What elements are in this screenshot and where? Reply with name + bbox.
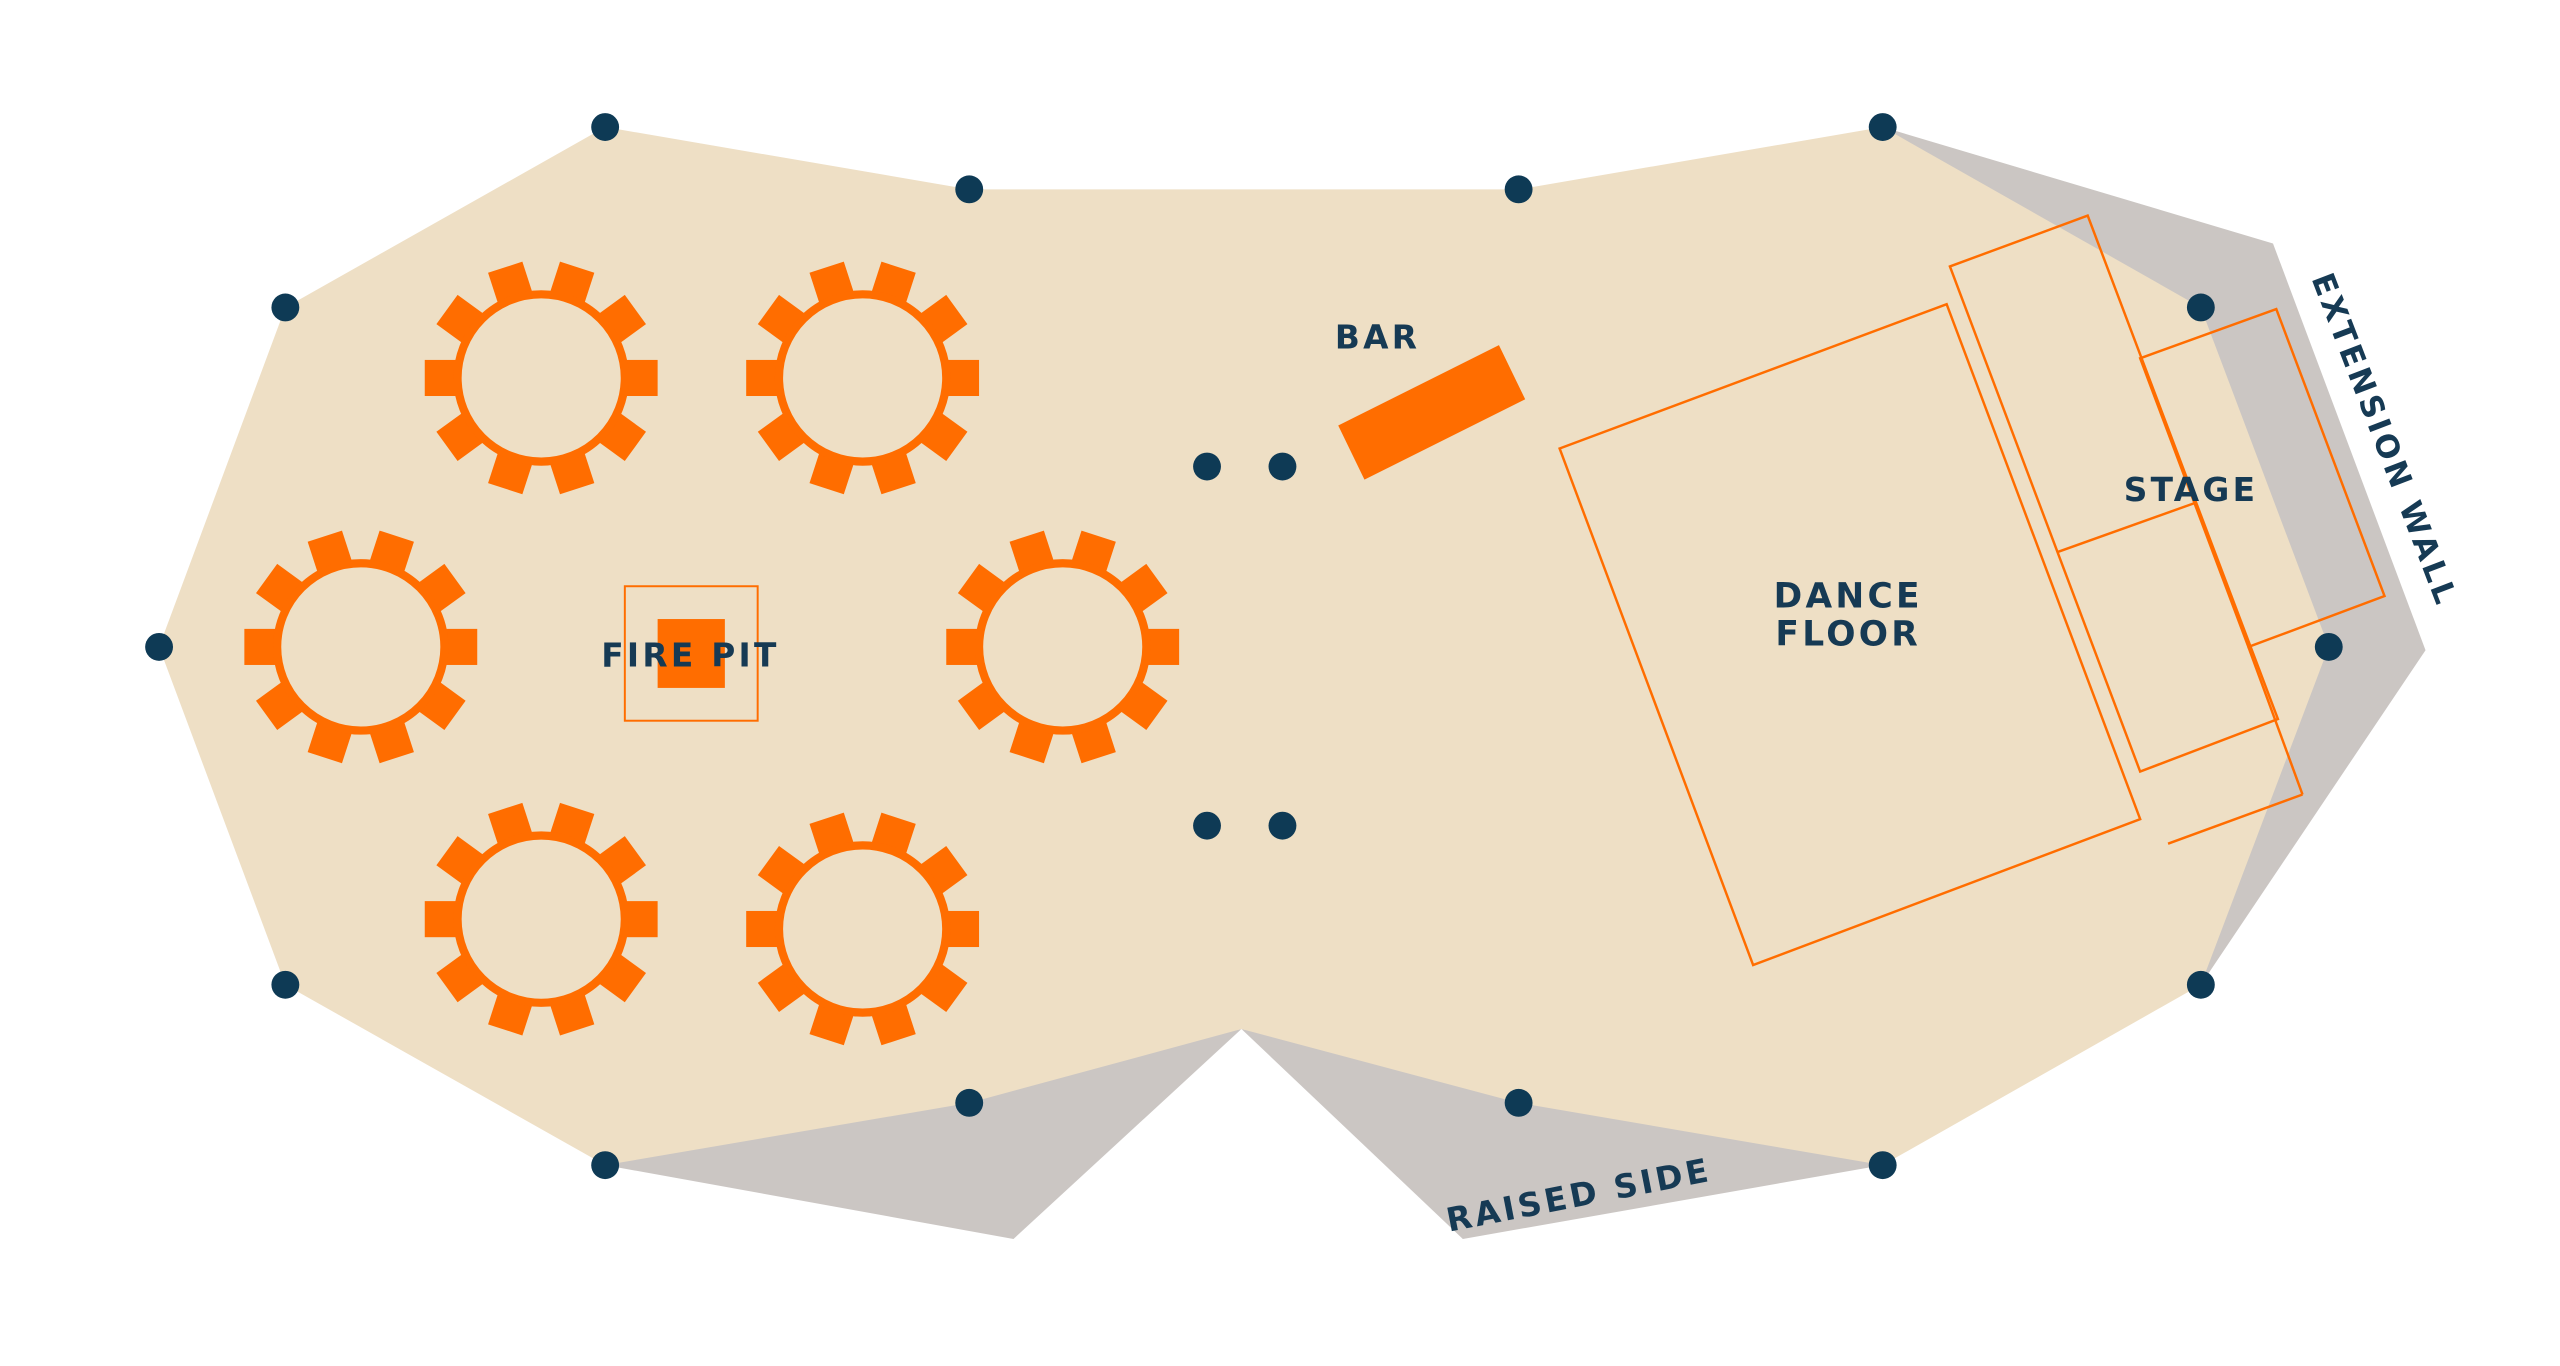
stage-label: STAGE xyxy=(2124,471,2258,509)
tent-pole xyxy=(1193,811,1221,840)
chair xyxy=(942,359,980,397)
table-top xyxy=(774,290,951,466)
table-top xyxy=(453,831,629,1007)
tent-poles xyxy=(145,113,2343,1180)
fire-pit xyxy=(623,585,759,722)
tent-pole xyxy=(591,1151,620,1180)
chair xyxy=(621,359,658,397)
stage-section-back xyxy=(1948,214,2280,774)
chair xyxy=(244,628,281,665)
round-table xyxy=(946,530,1180,764)
fire-pit-label: FIRE PIT xyxy=(601,637,779,675)
dance-floor-label-line1: DANCE xyxy=(1774,577,1923,617)
table-top xyxy=(974,559,1151,735)
tent-pole xyxy=(1868,1151,1897,1180)
stage-divider xyxy=(2167,793,2303,845)
tent-pole xyxy=(1268,452,1297,481)
round-table xyxy=(746,812,980,1046)
tent-pole xyxy=(1193,452,1221,481)
stage-divider xyxy=(2057,501,2197,553)
round-table xyxy=(424,802,658,1036)
chair xyxy=(621,901,658,938)
table-top xyxy=(453,290,629,466)
fire-pit-core xyxy=(657,619,725,688)
tent-pole xyxy=(2314,632,2343,661)
raised-side-shadow-left xyxy=(605,1029,1242,1239)
stage-divider xyxy=(2247,646,2304,795)
round-table xyxy=(244,530,478,764)
table-top xyxy=(273,559,449,735)
tent-pole xyxy=(955,175,984,204)
stage-section-front xyxy=(2138,307,2387,649)
tent-pole xyxy=(2186,293,2215,322)
round-table xyxy=(424,261,658,495)
tent-pole xyxy=(2186,970,2215,999)
bar-label: BAR xyxy=(1335,318,1420,356)
stage xyxy=(1948,214,2387,845)
tent-pole xyxy=(271,970,300,999)
chair xyxy=(746,910,783,948)
round-table xyxy=(746,261,980,495)
chair xyxy=(424,359,461,397)
chair xyxy=(746,359,783,397)
tent-pole xyxy=(271,293,300,322)
chair xyxy=(1143,628,1180,665)
chair xyxy=(942,910,980,948)
chair xyxy=(946,628,983,665)
round-tables xyxy=(244,261,1180,1046)
dance-floor xyxy=(1558,302,2142,967)
tent-pole xyxy=(1504,175,1533,204)
tent-pole xyxy=(591,113,620,141)
tent-pole xyxy=(1268,811,1297,840)
tent-pole xyxy=(145,632,174,661)
raised-side-shadow-right xyxy=(1241,1029,1883,1239)
tent-floor xyxy=(159,127,2329,1166)
tent-pole xyxy=(1868,113,1897,141)
bar-counter xyxy=(1338,345,1526,480)
tent-pole xyxy=(955,1088,984,1117)
tent-pole xyxy=(1504,1088,1533,1117)
table-top xyxy=(774,841,951,1017)
chair xyxy=(424,901,461,938)
dance-floor-label-line2: FLOOR xyxy=(1775,614,1921,654)
chair xyxy=(441,628,478,665)
fire-pit-outline xyxy=(623,585,759,722)
